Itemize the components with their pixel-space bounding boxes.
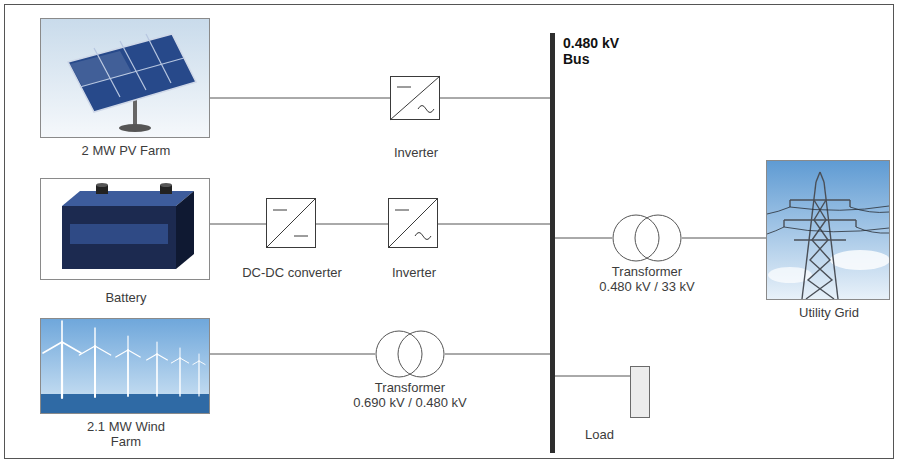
transformer-winding <box>398 331 444 377</box>
utility-grid-picture <box>767 161 890 299</box>
utility-grid-box: Utility Grid <box>766 160 890 300</box>
node-label: 2 MW PV Farm <box>82 143 171 158</box>
label-group: 0.480 kV Bus <box>563 35 635 67</box>
node-label: DC-DC converter <box>242 265 342 280</box>
outer-frame <box>5 5 894 459</box>
label-group: Transformer0.690 kV / 0.480 kV <box>353 380 466 410</box>
inverter-box: Inverter <box>390 76 440 120</box>
battery-picture <box>41 179 209 279</box>
power-line <box>210 98 390 99</box>
node-label: Utility Grid <box>799 305 859 320</box>
power-line <box>210 224 266 225</box>
label-group: Utility Grid <box>799 305 859 320</box>
label-group: Inverter <box>394 145 438 160</box>
transformer-winding <box>613 215 659 261</box>
power-line <box>210 354 375 355</box>
label-group: Inverter <box>392 265 436 280</box>
node-label: Battery <box>105 290 146 305</box>
bus-bar: 0.480 kV Bus <box>550 33 555 453</box>
pv-farm-box: 2 MW PV Farm <box>40 18 210 138</box>
label-group: 2.1 MW Wind Farm <box>76 419 176 449</box>
load-box: Load <box>630 366 650 418</box>
transformer: Transformer0.690 kV / 0.480 kV <box>375 330 445 378</box>
transformer-winding <box>635 215 681 261</box>
label-group: Load <box>585 427 614 442</box>
power-line <box>445 354 550 355</box>
converter-symbols <box>266 76 440 248</box>
transformer: Transformer0.480 kV / 33 kV <box>612 214 682 262</box>
transformer-symbol <box>375 330 445 378</box>
label-group: DC-DC converter <box>242 265 342 280</box>
label-group: Transformer0.480 kV / 33 kV <box>599 264 694 294</box>
node-label: 2.1 MW Wind Farm <box>76 419 176 449</box>
node-label: 0.480 kV / 33 kV <box>599 279 694 294</box>
dc-dc-converter-box: DC-DC converter <box>266 198 316 248</box>
power-line <box>555 238 612 239</box>
transformer-winding <box>376 331 422 377</box>
bus-label: 0.480 kV Bus <box>563 35 635 67</box>
wind-farm-box: 2.1 MW Wind Farm <box>40 318 210 414</box>
battery-box: Battery <box>40 178 210 280</box>
wind-farm-picture <box>41 319 209 413</box>
node-label: 0.690 kV / 0.480 kV <box>353 395 466 410</box>
node-label: Load <box>585 427 614 442</box>
transformer-symbol <box>612 214 682 262</box>
power-line <box>682 238 766 239</box>
node-label: Transformer <box>353 380 466 395</box>
node-label: Transformer <box>599 264 694 279</box>
node-label: Inverter <box>394 145 438 160</box>
label-group: 2 MW PV Farm <box>82 143 171 158</box>
power-line <box>316 224 388 225</box>
power-line <box>440 98 550 99</box>
label-group: Battery <box>105 290 146 305</box>
node-label: Inverter <box>392 265 436 280</box>
power-line <box>555 376 630 377</box>
pv-panel-picture <box>41 19 209 137</box>
inverter-box: Inverter <box>388 198 438 248</box>
power-line <box>438 224 550 225</box>
